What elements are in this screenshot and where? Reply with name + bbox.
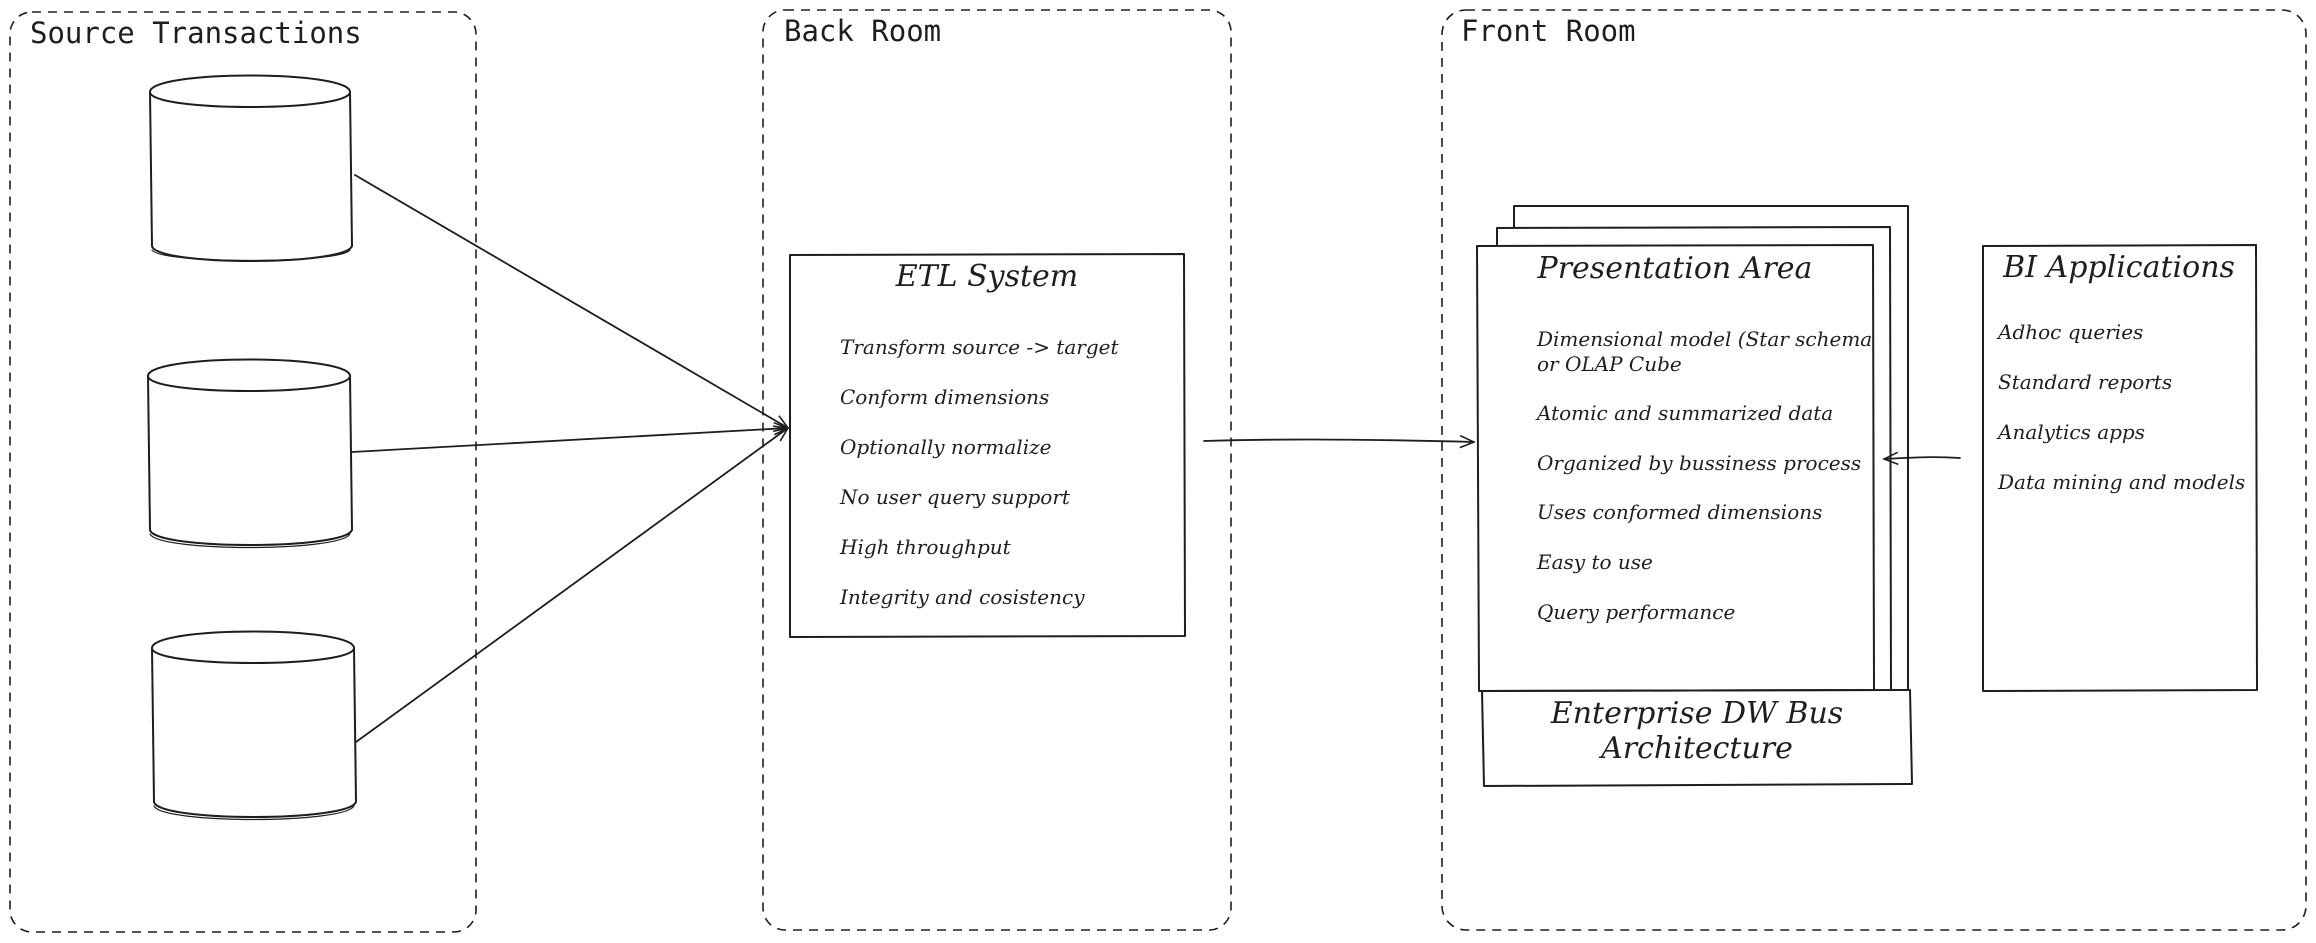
database-cylinder-3-icon <box>151 630 357 821</box>
arrow-source-3-to-etl <box>355 428 788 743</box>
presentation-item: Dimensional model (Star schema <box>1536 327 1872 351</box>
presentation-item: Atomic and summarized data <box>1535 401 1833 425</box>
connector-arrows <box>351 174 1961 743</box>
etl-item: Optionally normalize <box>840 435 1051 459</box>
etl-item: Conform dimensions <box>840 385 1049 409</box>
presentation-area-box: Presentation Area Dimensional model (Sta… <box>1476 244 1875 692</box>
etl-item: Integrity and cosistency <box>839 585 1085 609</box>
etl-system-box: ETL System Transform source -> targetCon… <box>789 253 1186 638</box>
bi-item: Data mining and models <box>1997 470 2245 494</box>
database-cylinder-2-icon <box>147 358 353 549</box>
presentation-item: Organized by bussiness process <box>1537 451 1861 475</box>
etl-system-title: ETL System <box>895 259 1079 294</box>
bi-item: Analytics apps <box>1996 420 2145 444</box>
bi-item: Standard reports <box>1998 370 2172 394</box>
enterprise-bus-line-1: Enterprise DW Bus <box>1550 696 1843 731</box>
presentation-item: Query performance <box>1537 600 1735 624</box>
presentation-item: or OLAP Cube <box>1537 352 1682 376</box>
arrow-source-1-to-etl <box>354 174 788 428</box>
presentation-item: Uses conformed dimensions <box>1537 500 1822 524</box>
source-transactions-title: Source Transactions <box>30 16 362 50</box>
presentation-area-stack <box>1496 205 1909 691</box>
arrow-source-2-to-etl <box>351 428 788 453</box>
back-room-title: Back Room <box>784 14 941 48</box>
arrow-etl-to-presentation <box>1203 439 1474 442</box>
arrow-bi-to-presentation <box>1884 457 1961 459</box>
etl-item: No user query support <box>839 485 1071 509</box>
source-transactions-panel: Source Transactions <box>9 11 477 933</box>
enterprise-bus-box: Enterprise DW Bus Architecture <box>1481 689 1913 787</box>
etl-item: High throughput <box>839 535 1012 559</box>
presentation-item: Easy to use <box>1536 550 1653 574</box>
etl-item: Transform source -> target <box>840 335 1119 359</box>
bi-item: Adhoc queries <box>1996 320 2143 344</box>
enterprise-bus-line-2: Architecture <box>1598 731 1793 766</box>
database-cylinder-1-icon <box>149 74 353 262</box>
front-room-title: Front Room <box>1461 14 1636 48</box>
front-room-panel: Front Room Presentation Area Dimensional… <box>1441 9 2307 931</box>
presentation-area-title: Presentation Area <box>1537 251 1813 286</box>
back-room-panel: Back Room ETL System Transform source ->… <box>762 9 1232 931</box>
bi-applications-title: BI Applications <box>2002 250 2235 285</box>
